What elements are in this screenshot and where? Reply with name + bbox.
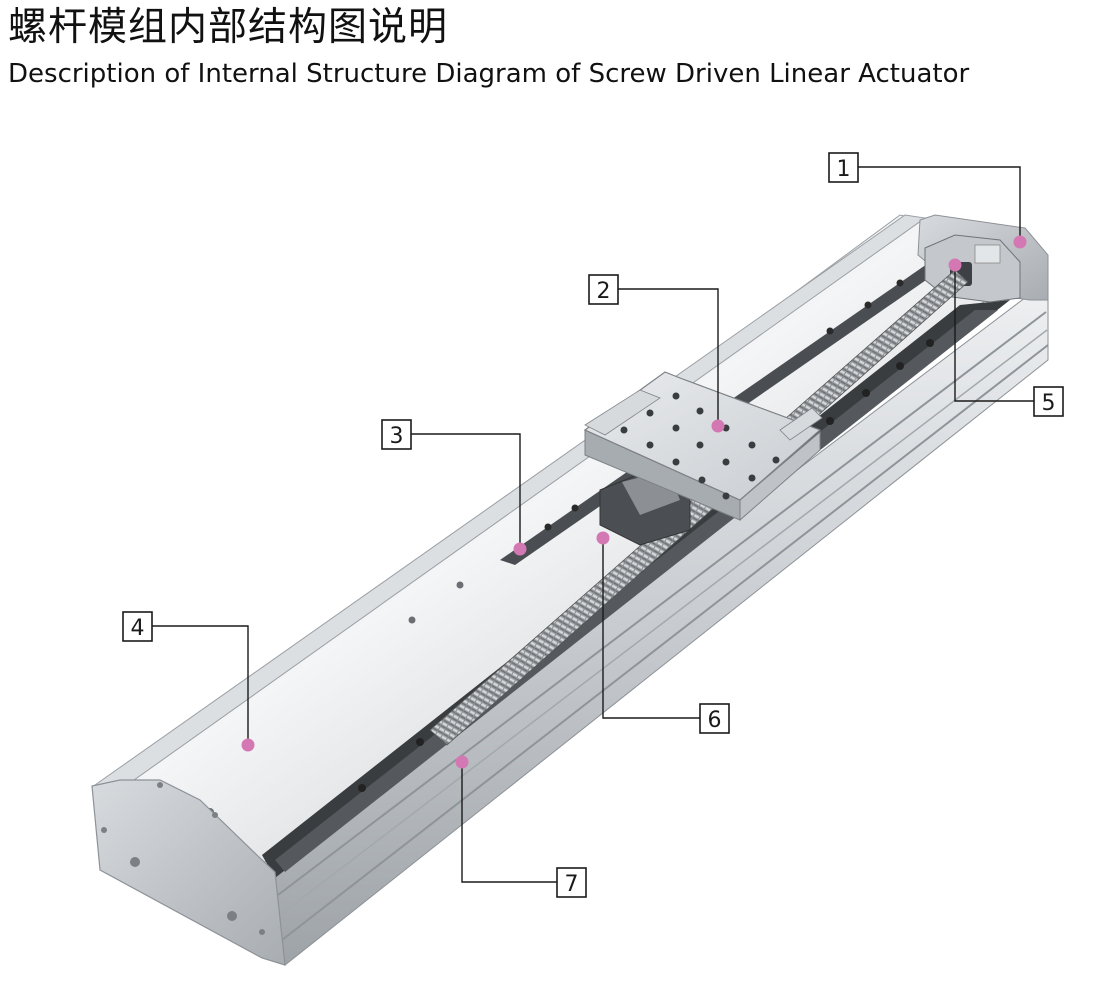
leader-line-7 <box>461 762 557 883</box>
callout-5: 5 <box>1033 386 1064 417</box>
leader-line-1 <box>858 166 1021 240</box>
marker-dot-3 <box>513 542 527 556</box>
callout-3: 3 <box>381 419 412 450</box>
marker-dot-6 <box>596 531 610 545</box>
marker-dot-4 <box>241 738 255 752</box>
page-title-english: Description of Internal Structure Diagra… <box>8 59 970 89</box>
leader-line-2 <box>618 288 719 426</box>
page-title-chinese: 螺杆模组内部结构图说明 <box>8 5 449 50</box>
marker-dot-1 <box>1013 235 1027 249</box>
marker-dot-7 <box>455 755 469 769</box>
leader-line-5 <box>954 266 1034 402</box>
leader-line-6 <box>602 538 700 719</box>
slide-table <box>583 371 823 546</box>
callout-label-6: 6 <box>708 708 722 733</box>
callout-label-3: 3 <box>390 424 404 449</box>
callout-label-2: 2 <box>597 279 611 304</box>
leader-line-3 <box>411 433 521 548</box>
leader-line-4 <box>152 625 249 744</box>
callout-1: 1 <box>828 152 859 183</box>
marker-dot-5 <box>948 258 962 272</box>
end-cap <box>91 779 286 966</box>
marker-dot-2 <box>711 419 725 433</box>
callout-7: 7 <box>556 867 587 898</box>
markers <box>241 235 1027 769</box>
callout-label-4: 4 <box>131 616 145 641</box>
callout-label-1: 1 <box>837 157 851 182</box>
channel-floor <box>119 214 1041 863</box>
callout-2: 2 <box>588 274 619 305</box>
callout-6: 6 <box>699 703 730 734</box>
callout-label-5: 5 <box>1042 391 1056 416</box>
leader-lines <box>152 166 1034 883</box>
callout-4: 4 <box>122 611 153 642</box>
callout-label-7: 7 <box>565 872 579 897</box>
